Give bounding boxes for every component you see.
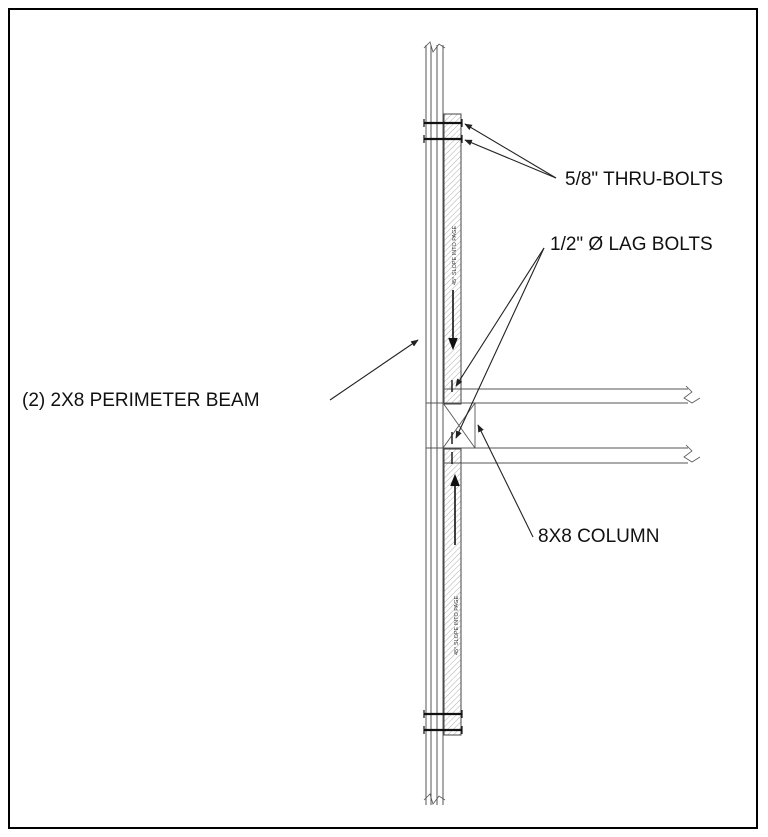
column-label: 8X8 COLUMN — [538, 526, 659, 547]
thru-bolts-bottom-ends — [423, 710, 463, 734]
beam-break-top — [423, 41, 446, 53]
slope-arrow-upper — [448, 290, 458, 351]
thru-bolts-top-ends — [423, 119, 463, 143]
joist-lines — [426, 388, 688, 464]
slope-note-upper: 45° SLOPE INTO PAGE — [452, 226, 458, 285]
joist-break-upper — [683, 385, 701, 404]
thru-bolts-top — [424, 121, 462, 141]
leader-lines — [329, 123, 557, 538]
lag-bolts-label: 1/2" Ø LAG BOLTS — [550, 234, 713, 255]
joist-break-lower — [683, 444, 701, 463]
drawing-frame — [8, 8, 758, 829]
knee-brace-upper — [443, 113, 462, 405]
thru-bolts-label: 5/8" THRU-BOLTS — [565, 169, 723, 190]
perimeter-beam — [425, 45, 444, 805]
slope-note-lower: 45° SLOPE INTO PAGE — [454, 596, 460, 655]
column-section — [442, 402, 476, 449]
knee-brace-lower — [443, 448, 462, 736]
perimeter-beam-label: (2) 2X8 PERIMETER BEAM — [22, 390, 260, 411]
thru-bolts-bottom — [424, 712, 462, 732]
slope-arrow-lower — [450, 473, 460, 545]
beam-break-bottom — [423, 793, 446, 805]
